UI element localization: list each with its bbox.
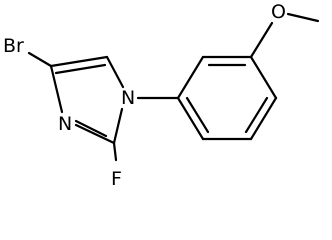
bromine-label: Br [3, 35, 24, 57]
bond-c4-c5 [49, 55, 109, 68]
bond-c2-n3 [74, 123, 116, 145]
bond-ph-1 [176, 55, 205, 100]
fluorine-label: F [111, 168, 122, 190]
bond-c2-n3-double [74, 119, 108, 138]
bond-c5-n1 [105, 55, 125, 89]
bond-n1-c2 [112, 107, 124, 145]
nitrogen-3-label: N [58, 113, 72, 135]
bond-o-ch3 [286, 12, 320, 23]
oxygen-label: O [271, 1, 286, 23]
bond-ph-o [249, 21, 274, 59]
bond-c2-f [112, 141, 118, 162]
bond-c4-br [27, 51, 53, 68]
bond-n3-c4 [49, 64, 64, 114]
bond-ph-3 [249, 55, 278, 100]
bond-c4-c5-double [54, 63, 107, 75]
nitrogen-1-label: N [121, 87, 135, 109]
bond-ph-6-double [185, 96, 210, 134]
bond-ph-4 [249, 96, 278, 141]
bond-ph-6 [176, 96, 205, 141]
bond-ph-4-double [244, 96, 269, 134]
chemical-structure-diagram: Br N N F O [3, 1, 320, 190]
